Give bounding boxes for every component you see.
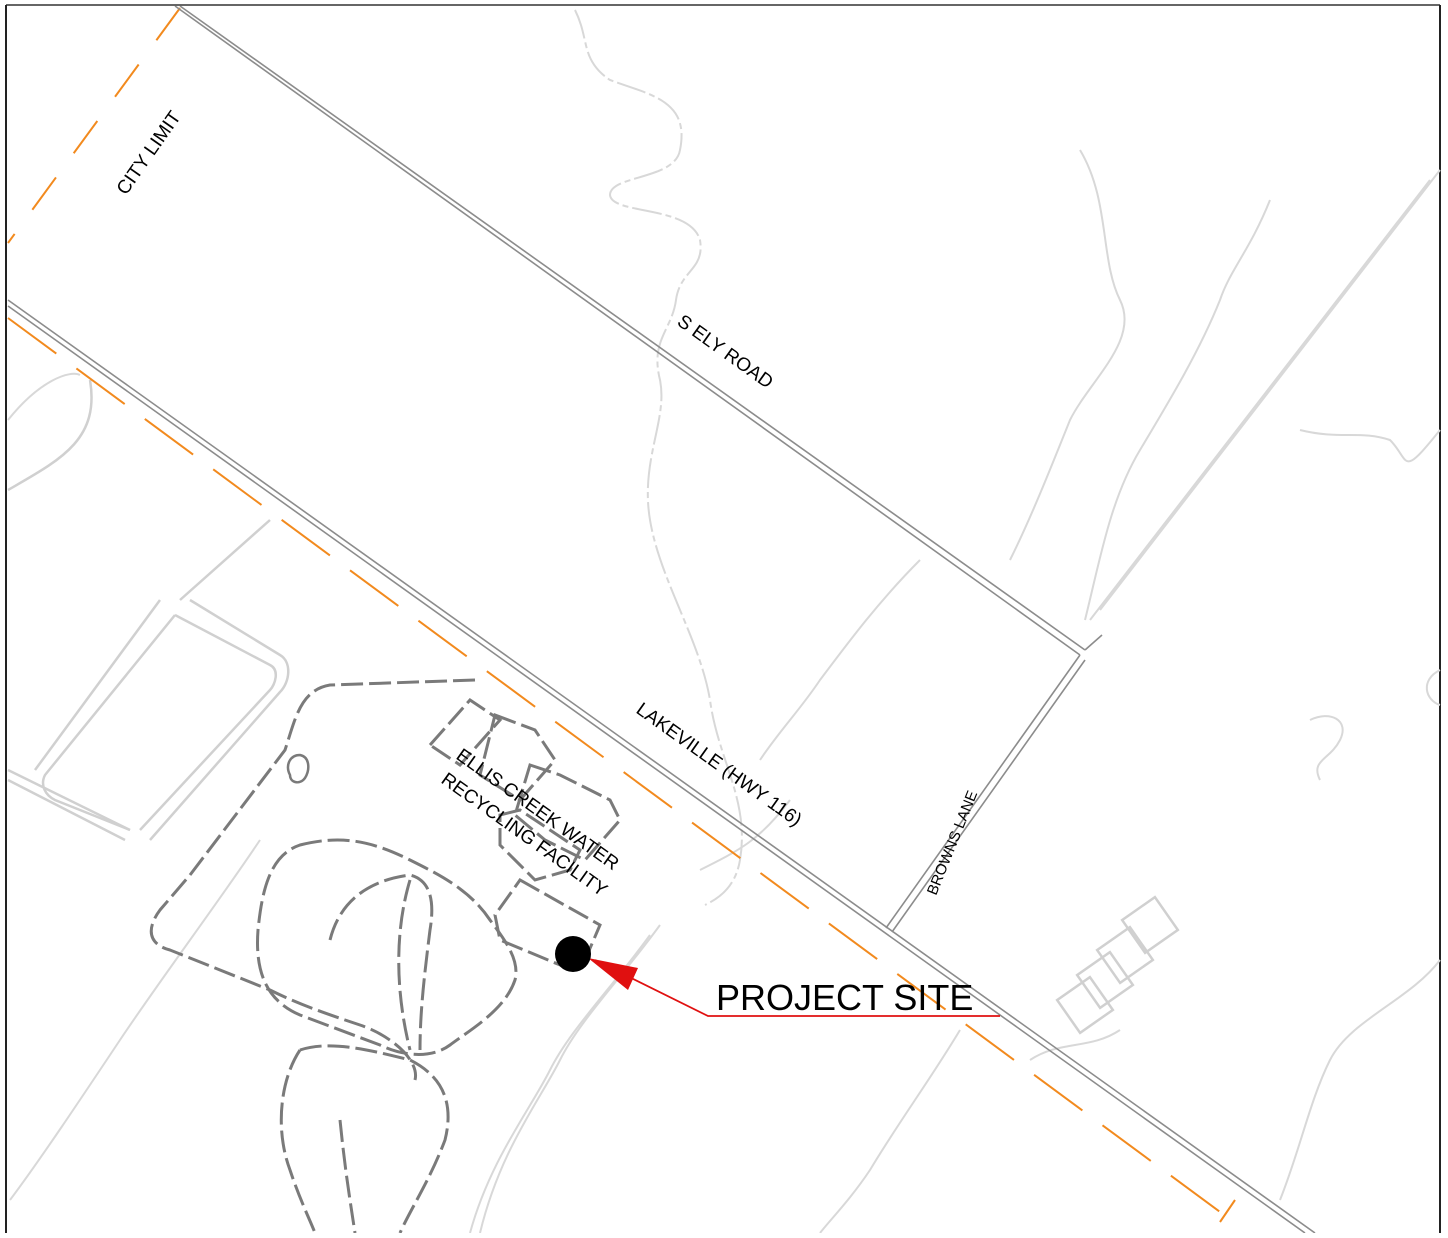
map-border (5, 4, 1441, 1233)
city-limit-boundary (7, 7, 1236, 1224)
project-site-label: PROJECT SITE (716, 977, 973, 1018)
site-dot (555, 936, 591, 972)
city-limit-label: CITY LIMIT (113, 107, 186, 199)
building-outlines (1055, 895, 1180, 1035)
s-ely-road-label: S ELY ROAD (673, 311, 777, 393)
leader-arrowhead (588, 958, 638, 990)
parcel-outlines (7, 379, 290, 842)
browns-lane-label: BROWNS LANE (924, 788, 981, 897)
roads (7, 5, 1316, 1234)
project-site-marker (555, 936, 1000, 1017)
facility-outlines (149, 678, 622, 1234)
